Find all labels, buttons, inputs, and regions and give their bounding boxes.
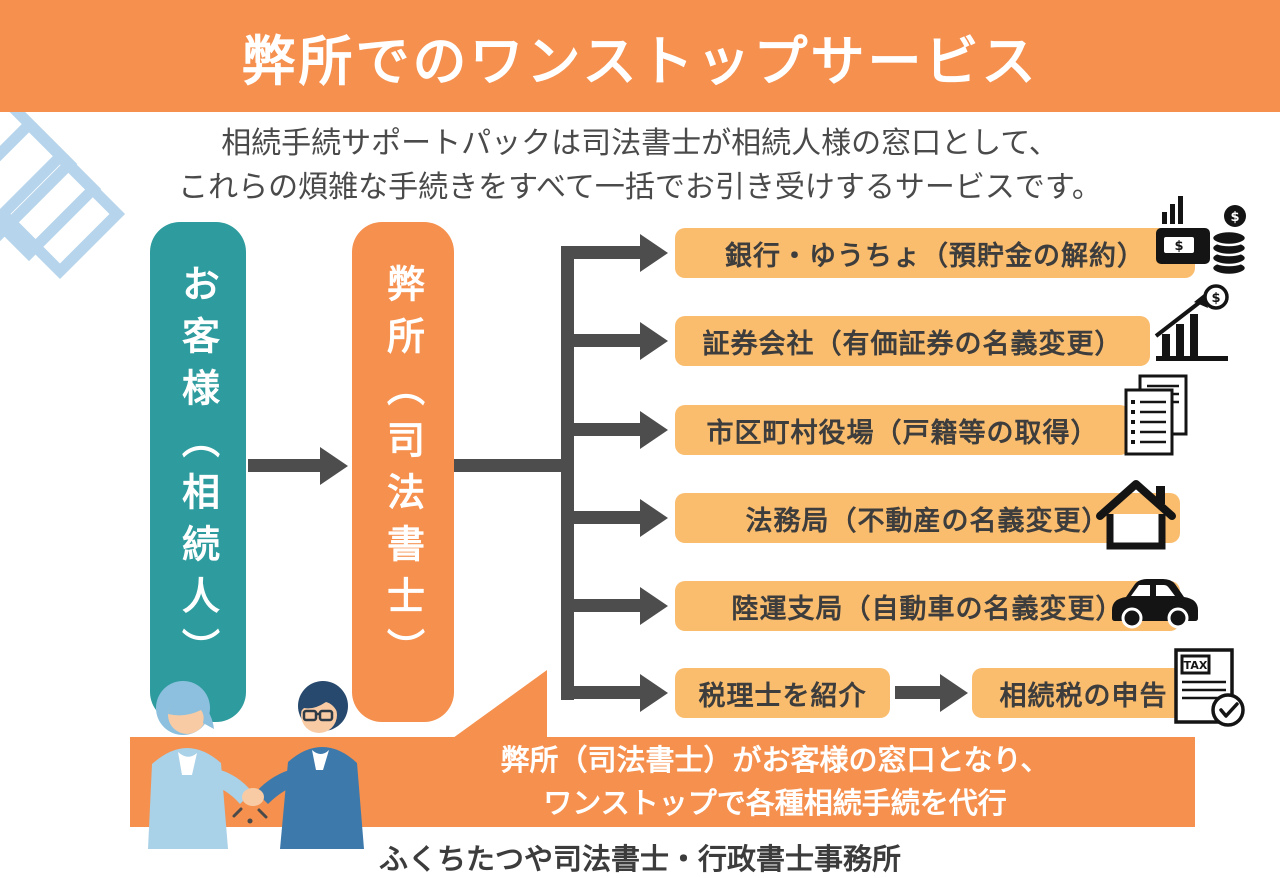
car-icon <box>1112 579 1198 629</box>
coin-dollar-glyph: $ <box>1230 210 1239 225</box>
man-suit <box>280 747 364 849</box>
intro-line-1: 相続手続サポートパックは司法書士が相続人様の窓口として、 <box>221 126 1059 161</box>
man-shirt <box>312 750 329 770</box>
family-register-documents-icon <box>1124 374 1188 456</box>
woman-arm <box>208 768 252 804</box>
bill-dollar-glyph: $ <box>1174 239 1183 254</box>
office-connector-line <box>454 459 564 472</box>
chart-dollar-glyph: $ <box>1211 291 1220 306</box>
customer-column: お客様（相続人） <box>150 222 246 722</box>
intro-line-2: これらの煩雑な手続きをすべて一括でお引き受けするサービスです。 <box>178 169 1102 205</box>
office-label: 弊所（司法書士） <box>380 264 425 680</box>
branch-label-tax-filing: 相続税の申告 <box>999 680 1168 712</box>
page-title: 弊所でのワンストップサービス <box>241 29 1039 93</box>
house-icon <box>1096 480 1176 550</box>
trunk-line <box>561 246 574 700</box>
branch-arrow-head-6 <box>640 674 668 712</box>
office-column: 弊所（司法書士） <box>352 222 454 722</box>
branch-bar-securities: 証券会社（有価証券の名義変更） <box>675 316 1150 366</box>
header-banner: 弊所でのワンストップサービス <box>0 0 1280 112</box>
branch-line-1 <box>574 246 640 259</box>
bank-atm-coins-icon: $ $ <box>1156 196 1248 276</box>
footer-office-name: ふくちたつや司法書士・行政書士事務所 <box>378 842 901 876</box>
tax-arrow-line <box>895 686 940 699</box>
branch-bar-municipal: 市区町村役場（戸籍等の取得） <box>675 405 1130 455</box>
banner-line-2: ワンストップで各種相続手続を代行 <box>543 786 1007 820</box>
branch-label-transport: 陸運支局（自動車の名義変更） <box>731 593 1124 625</box>
branch-label-legal-affairs: 法務局（不動産の名義変更） <box>745 505 1110 537</box>
man-glasses <box>302 709 334 722</box>
branch-label-bank: 銀行・ゆうちょ（預貯金の解約） <box>725 240 1145 272</box>
banner-text: 弊所（司法書士）がお客様の窓口となり、 ワンストップで各種相続手続を代行 <box>380 737 1170 827</box>
handshake-hands <box>242 788 264 806</box>
handshake-illustration <box>148 681 364 849</box>
main-arrow-head <box>320 447 348 485</box>
branch-arrow-head-4 <box>640 499 668 537</box>
branch-line-5 <box>574 599 640 612</box>
branch-bar-bank: 銀行・ゆうちょ（預貯金の解約） <box>675 228 1195 278</box>
handshake-emphasis-marks <box>232 807 268 819</box>
branch-line-6 <box>574 686 640 699</box>
man-figure <box>256 681 364 849</box>
main-arrow-line <box>248 459 322 472</box>
branch-arrow-head-2 <box>640 322 668 360</box>
branch-arrow-head-3 <box>640 411 668 449</box>
tax-return-document-icon: TAX <box>1174 648 1245 727</box>
woman-figure <box>148 681 252 849</box>
branch-bar-tax-accountant: 税理士を紹介 <box>675 668 890 718</box>
branch-line-3 <box>574 423 640 436</box>
woman-shirt <box>178 752 197 775</box>
customer-label: お客様（相続人） <box>175 264 220 680</box>
branch-label-securities: 証券会社（有価証券の名義変更） <box>702 328 1123 360</box>
branch-bar-transport: 陸運支局（自動車の名義変更） <box>675 581 1180 631</box>
branch-arrow-head-5 <box>640 587 668 625</box>
woman-jacket <box>148 748 228 849</box>
branch-line-4 <box>574 511 640 524</box>
branch-bar-legal-affairs: 法務局（不動産の名義変更） <box>675 493 1180 543</box>
man-arm <box>256 768 300 804</box>
branch-label-tax-accountant: 税理士を紹介 <box>698 680 867 712</box>
banner-line-1: 弊所（司法書士）がお客様の窓口となり、 <box>500 742 1050 777</box>
branch-arrow-head-1 <box>640 234 668 272</box>
branch-line-2 <box>574 334 640 347</box>
tax-label: TAX <box>1184 659 1208 672</box>
branch-label-municipal: 市区町村役場（戸籍等の取得） <box>706 417 1099 449</box>
tax-arrow-head <box>940 674 968 712</box>
intro-text: 相続手続サポートパックは司法書士が相続人様の窓口として、 これらの煩雑な手続きを… <box>0 122 1280 209</box>
banner-callout-triangle <box>453 670 547 738</box>
securities-chart-icon: $ <box>1154 284 1229 361</box>
branch-bar-tax-filing: 相続税の申告 <box>972 668 1195 718</box>
